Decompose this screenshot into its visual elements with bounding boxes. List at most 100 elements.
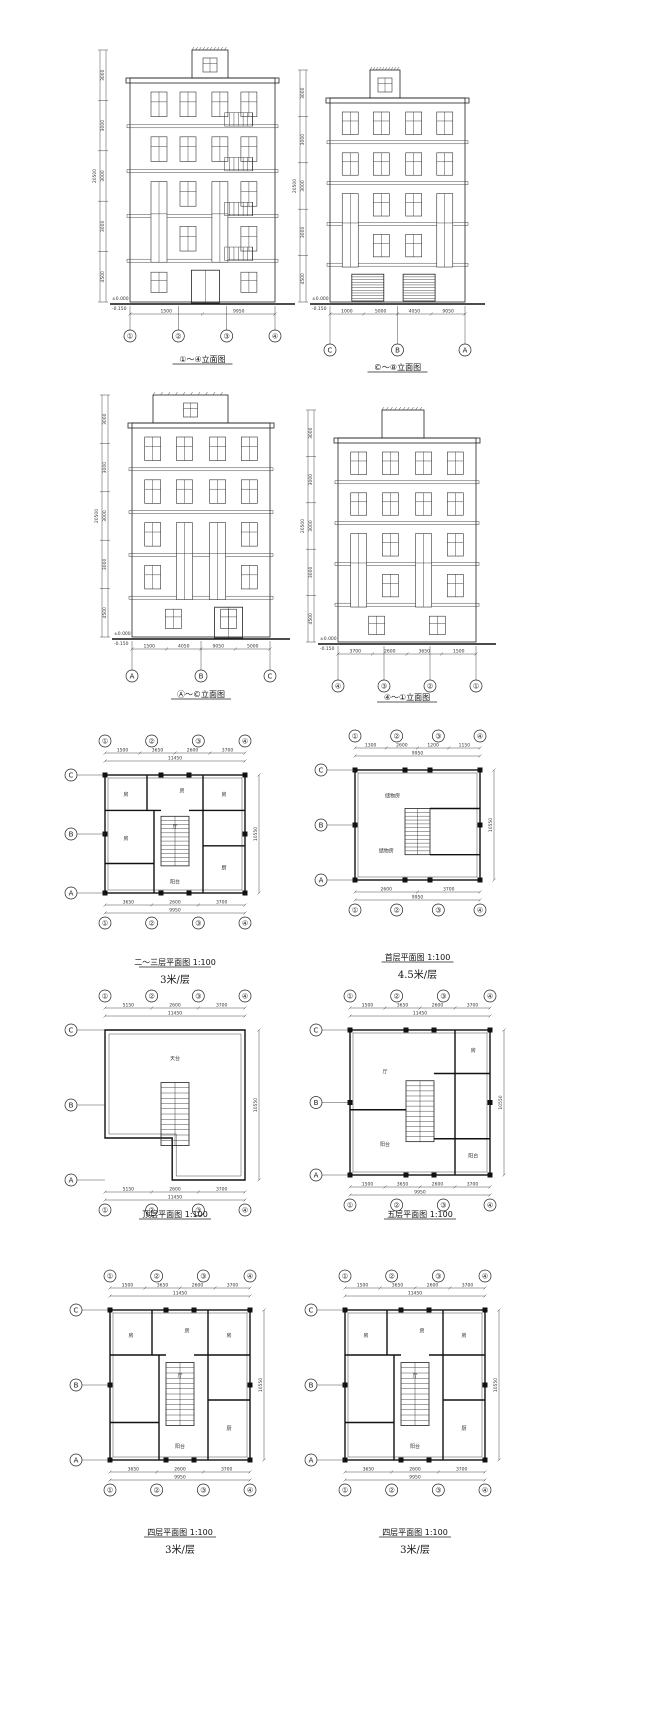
roof-tile (167, 391, 171, 396)
axis-marker: ③ (196, 1483, 210, 1497)
dimension-chain: 11450 (103, 756, 247, 763)
axis-label: ④ (487, 993, 493, 1001)
dim-tick (343, 1470, 347, 1474)
roof-tile (393, 66, 397, 71)
axis-label: ④ (487, 1202, 493, 1210)
axis-marker: ④ (238, 916, 252, 930)
dim-value: 9950 (174, 1475, 186, 1481)
dim-tick (343, 1478, 347, 1482)
window (350, 492, 368, 516)
axis-label: ③ (200, 1273, 206, 1281)
stair (400, 1362, 430, 1426)
dim-tick (108, 1286, 112, 1290)
dim-value: 1500 (357, 1283, 369, 1289)
elevation-el3: ±0.000-0.1503000300030003000450020500150… (94, 391, 290, 700)
dim-value: 9950 (409, 1475, 421, 1481)
dim-value: 11450 (168, 756, 182, 762)
column (487, 1027, 493, 1033)
dim-value: 2600 (192, 1283, 204, 1289)
dim-value: 9950 (233, 309, 245, 315)
column (163, 1307, 169, 1313)
drawing-caption: 四层平面图 1:100 (382, 1528, 448, 1537)
axis-circle (314, 763, 328, 777)
floor-band (126, 258, 279, 263)
axis-label: A (314, 1172, 319, 1180)
room-label: 房 (419, 1328, 424, 1335)
dim-value: 5000 (247, 644, 259, 650)
axis-circle (194, 669, 208, 683)
axis-marker: B (69, 1378, 83, 1392)
dim-value: 3700 (467, 1003, 479, 1009)
dim-tick (257, 1178, 261, 1182)
dim-value: 2600 (381, 887, 393, 893)
column (487, 1100, 493, 1105)
axis-circle (390, 729, 404, 743)
axis-circle (64, 886, 78, 900)
axis-marker: ② (145, 989, 159, 1003)
axis-marker: ③ (436, 989, 450, 1003)
room-label: 阳台 (170, 879, 180, 886)
axis-marker: ③ (191, 1203, 205, 1217)
axis-marker: ③ (220, 329, 234, 343)
axis-circle (238, 1203, 252, 1217)
window (209, 436, 226, 461)
stair (165, 1362, 195, 1426)
roof-tile (394, 406, 397, 411)
dim-tick (418, 1006, 422, 1010)
axis-circle (348, 729, 362, 743)
axis-label: ② (149, 738, 155, 746)
window (176, 479, 193, 504)
axis-circle (423, 679, 437, 693)
axis-circle (98, 1203, 112, 1217)
axis-circle (478, 1269, 492, 1283)
axis-circle (125, 669, 139, 683)
dim-tick (383, 1006, 387, 1010)
axis-marker: A (458, 343, 472, 357)
room-label: 房 (184, 1328, 189, 1335)
axis-marker: ③ (431, 903, 445, 917)
axis-label: A (463, 347, 468, 355)
window (165, 608, 182, 629)
axis-marker: ② (390, 729, 404, 743)
roof-tile (209, 46, 213, 51)
axis-circle (483, 1198, 497, 1212)
floor-band (334, 562, 480, 566)
axis-circle (483, 989, 497, 1003)
axis-marker: ① (343, 1198, 357, 1212)
dim-tick (497, 1458, 501, 1462)
axis-circle (331, 679, 345, 693)
roof-tile (152, 391, 156, 396)
window (350, 533, 368, 608)
dim-value: 1500 (122, 1283, 134, 1289)
column (427, 767, 433, 773)
window (415, 451, 432, 475)
axis-marker: ④ (238, 989, 252, 1003)
elevation-mark: ±0.000 (114, 631, 131, 637)
ruler-value: 3000 (102, 510, 108, 522)
axis-circle (150, 1483, 164, 1497)
axis-circle (196, 1269, 210, 1283)
dim-tick (488, 1006, 492, 1010)
window (150, 271, 168, 293)
dimension-chain: 9950 (348, 1190, 492, 1197)
dim-value: 2600 (396, 743, 408, 749)
roof-stair-tower (381, 409, 425, 439)
dim-value: 1500 (453, 649, 465, 655)
axis-circle (343, 989, 357, 1003)
elevation-mark: ±0.000 (312, 296, 329, 302)
window (179, 226, 197, 252)
axis-label: ① (102, 993, 108, 1001)
window (415, 492, 432, 516)
dimension-chain: 11450 (103, 1011, 247, 1018)
drawing-caption: 顶层平面图 1:100 (142, 1210, 208, 1219)
axis-marker: ① (103, 1483, 117, 1497)
dim-tick (370, 652, 375, 656)
axis-circle (64, 827, 78, 841)
axis-marker: ④ (478, 1483, 492, 1497)
